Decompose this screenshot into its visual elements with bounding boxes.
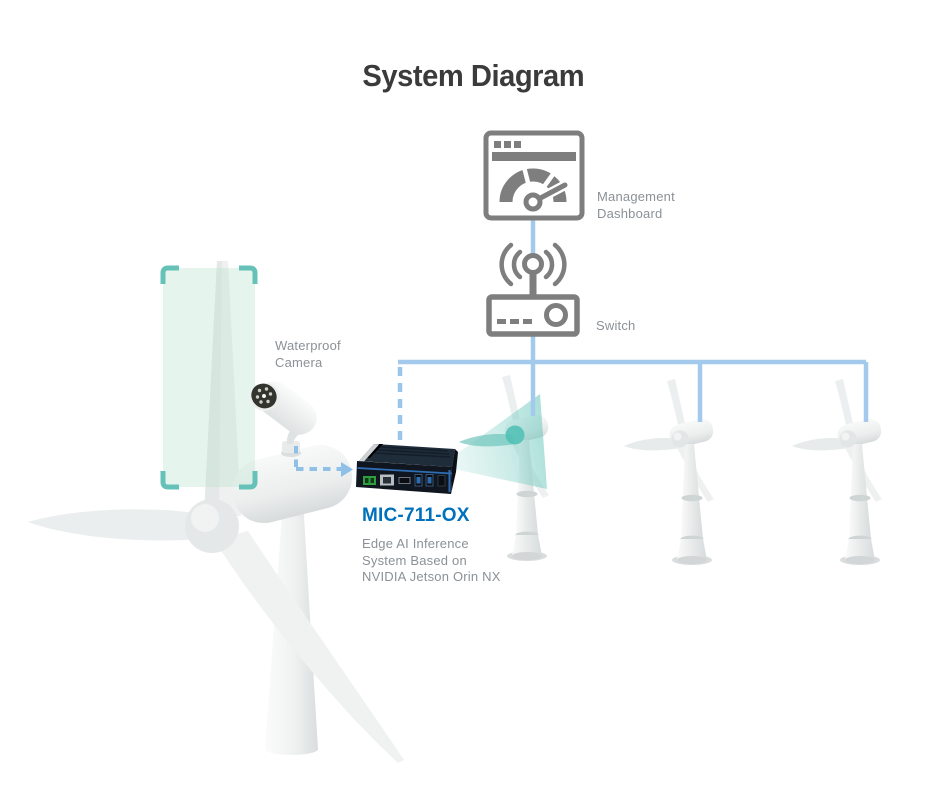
- waterproof-camera-icon: [250, 381, 317, 457]
- device-model-name: MIC-711-OX: [362, 505, 470, 526]
- network-lines: [294, 220, 869, 477]
- switch-label: Switch: [596, 318, 636, 333]
- page-title: System Diagram: [362, 58, 585, 93]
- wireless-switch-icon: [486, 242, 580, 337]
- waterproof-camera-label: Waterproof Camera: [275, 338, 341, 370]
- management-dashboard-label: Management Dashboard: [597, 189, 675, 221]
- detection-beam: [440, 394, 547, 489]
- detection-frame-brackets: [160, 265, 258, 490]
- big-wind-turbine: [28, 261, 404, 763]
- device-description: Edge AI Inference System Based on NVIDIA…: [362, 536, 501, 584]
- arrowhead-icon: [341, 462, 353, 477]
- wind-turbine-3: [792, 379, 884, 565]
- dashboard-gauge-icon: [483, 130, 585, 221]
- edge-ai-box-device: [356, 444, 458, 494]
